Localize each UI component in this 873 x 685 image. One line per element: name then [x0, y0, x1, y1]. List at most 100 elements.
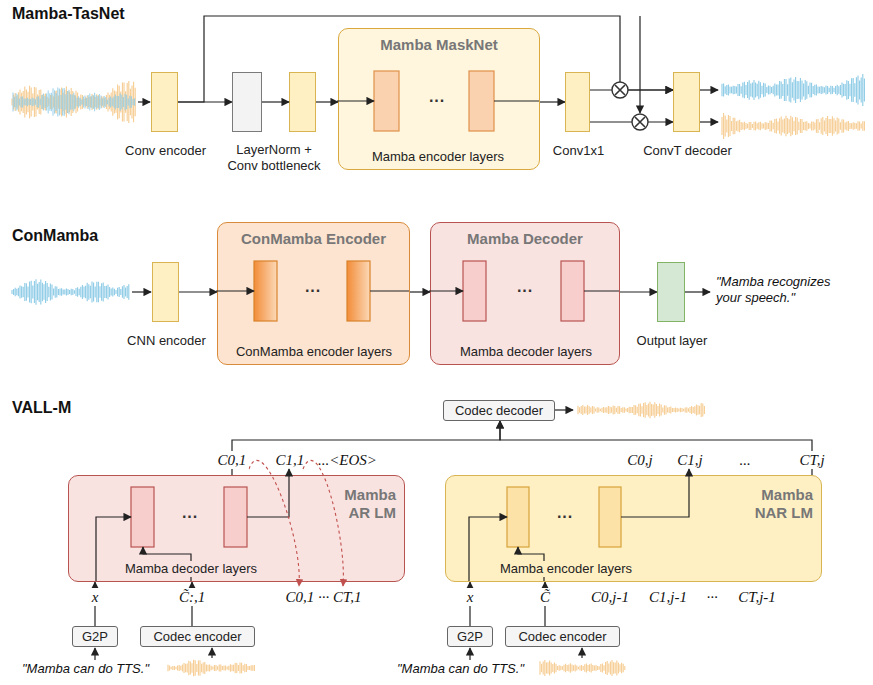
layer-block [469, 71, 494, 131]
layer-label: Mamba decoder layers [457, 344, 595, 360]
ellipsis: ··· [429, 91, 445, 110]
token-label: C1,j [677, 451, 702, 469]
arrow-line [469, 648, 470, 660]
section-title: ConMamba [12, 226, 98, 245]
layer-block [374, 71, 399, 131]
multiply-symbol [632, 114, 648, 130]
token-label: C0,j [627, 451, 652, 469]
input-text: "Mamba can do TTS." [397, 661, 537, 677]
group-title: ConMamba Encoder [218, 230, 409, 248]
arrow-line [370, 291, 409, 292]
arrow-line [337, 101, 374, 102]
box-label: G2P [82, 629, 108, 645]
arrow-line [621, 469, 689, 517]
group-title: Mamba NAR LM [749, 486, 813, 522]
input-symbol: x [90, 588, 101, 606]
ellipsis: ··· [305, 281, 321, 300]
token-label: C0,j-1 [591, 588, 629, 606]
box-label: Codec encoder [153, 629, 241, 645]
arrow-line [581, 648, 582, 658]
arrow-line [494, 101, 539, 102]
codec-box: Codec encoder [140, 626, 255, 647]
connector [540, 101, 565, 102]
waveform [168, 660, 254, 676]
block-label: Conv1x1 [539, 143, 619, 159]
arrow-line [247, 469, 289, 517]
arrow-line [700, 89, 718, 90]
token-label: C0,1 [216, 451, 249, 469]
ellipsis: ... [739, 451, 750, 469]
g2p-box: G2P [447, 626, 493, 647]
prompt-symbol: C̃ [538, 588, 552, 606]
layer-block [561, 261, 584, 321]
decoder-block: ConvT decoder [673, 72, 700, 132]
waveform [12, 81, 135, 123]
connector [410, 291, 430, 292]
ellipsis: ··· [517, 281, 533, 300]
token-label: C1,j-1 [649, 588, 687, 606]
connector [316, 101, 338, 102]
layer-label: ConMamba encoder layers [233, 344, 395, 360]
box-label: G2P [457, 629, 483, 645]
waveform [540, 660, 625, 676]
output-text: "Mamba recognizes your speech." [716, 274, 851, 305]
output-block: Output layer [657, 262, 685, 322]
group-title: Mamba AR LM [332, 486, 396, 522]
connector [179, 291, 217, 292]
arrow-line [685, 291, 710, 292]
layer-label: Mamba decoder layers [122, 561, 260, 577]
waveform [722, 74, 864, 106]
arrow-line [132, 291, 151, 292]
layer-block [254, 261, 277, 321]
codec-box: Codec encoder [505, 626, 620, 647]
feedback-curve [303, 461, 343, 587]
layer-block [289, 72, 316, 132]
block-label: Output layer [624, 333, 720, 349]
encoder-block: Conv encoder [151, 72, 178, 132]
token-label: ··· CT,1 [318, 588, 361, 606]
block-label: LayerNorm + Conv bottleneck [220, 142, 328, 173]
arrow-line [584, 291, 619, 292]
bottleneck-block: LayerNorm + Conv bottleneck [232, 72, 316, 132]
token-label: ...<EOS> [318, 451, 377, 469]
arrow-line [429, 291, 463, 292]
token-label: CT,j [797, 451, 826, 469]
arrow-line [262, 101, 289, 102]
g2p-box: G2P [72, 626, 118, 647]
input-symbol: x [465, 588, 476, 606]
block-label: ConvT decoder [640, 143, 736, 159]
layer-block [131, 487, 154, 547]
ellipsis: ··· [557, 507, 573, 526]
layer-block [599, 487, 621, 547]
section-title: Mamba-TasNet [12, 4, 125, 23]
prompt-symbol: C̃:,1 [177, 588, 207, 606]
block-label: Conv encoder [118, 143, 214, 159]
box-label: Codec decoder [455, 403, 543, 419]
conv-block: Conv1x1 [565, 72, 590, 132]
box-label: Codec encoder [518, 629, 606, 645]
ellipsis: ··· [182, 507, 198, 526]
group-title: Mamba Decoder [431, 230, 619, 248]
layer-block [347, 261, 370, 321]
section-title: VALL-M [12, 398, 71, 417]
waveform [578, 402, 704, 418]
arrow-layer [232, 72, 316, 132]
arrow-line [94, 648, 95, 660]
ellipsis: ··· [706, 588, 717, 606]
ar-lm-group: Mamba AR LM Mamba decoder layers [68, 475, 405, 582]
arrow-line [216, 291, 254, 292]
encoder-block: CNN encoder [152, 262, 179, 322]
arrow-line [211, 648, 212, 658]
multiply-symbol [612, 82, 628, 98]
token-label: CT,j-1 [738, 588, 776, 606]
input-text: "Mamba can do TTS." [22, 661, 162, 677]
layer-label: Mamba encoder layers [369, 149, 507, 165]
waveform [722, 113, 864, 139]
connector [620, 291, 657, 292]
waveform [12, 279, 129, 304]
arrow-line [138, 101, 150, 102]
group-title: Mamba MaskNet [339, 36, 539, 54]
arrow-line [555, 409, 573, 410]
block-label: CNN encoder [119, 333, 215, 349]
codec-box: Codec decoder [443, 400, 555, 421]
